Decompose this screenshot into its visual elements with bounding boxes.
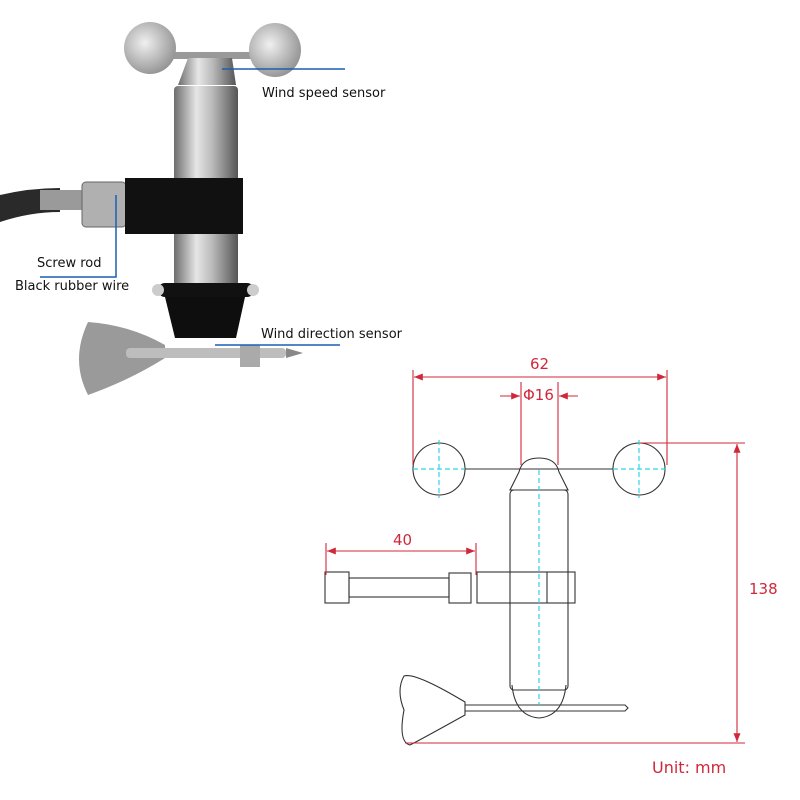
direction-housing: [165, 297, 245, 338]
dimension-rod-40: 40: [393, 531, 413, 549]
collar: [158, 283, 254, 297]
unit-label: Unit: mm: [652, 758, 727, 777]
mounting-clamp: [125, 178, 243, 234]
label-wind-speed-sensor: Wind speed sensor: [262, 86, 386, 101]
callout-lines: [40, 68, 345, 346]
label-screw-rod: Screw rod: [37, 256, 102, 271]
dimension-lines: [325, 370, 745, 744]
dimension-width-62: 62: [530, 355, 550, 373]
wind-cups: [124, 22, 301, 77]
sensor-cap: [178, 58, 236, 85]
centerlines: [413, 440, 667, 705]
label-wind-direction-sensor: Wind direction sensor: [261, 327, 402, 342]
dimension-height-138: 138: [749, 580, 778, 598]
dimension-diameter-16: Φ16: [523, 386, 554, 404]
label-black-rubber-wire: Black rubber wire: [15, 279, 130, 294]
outline: [324, 442, 666, 746]
wind-vane-fin: [79, 322, 165, 395]
screw-rod: [40, 190, 85, 210]
